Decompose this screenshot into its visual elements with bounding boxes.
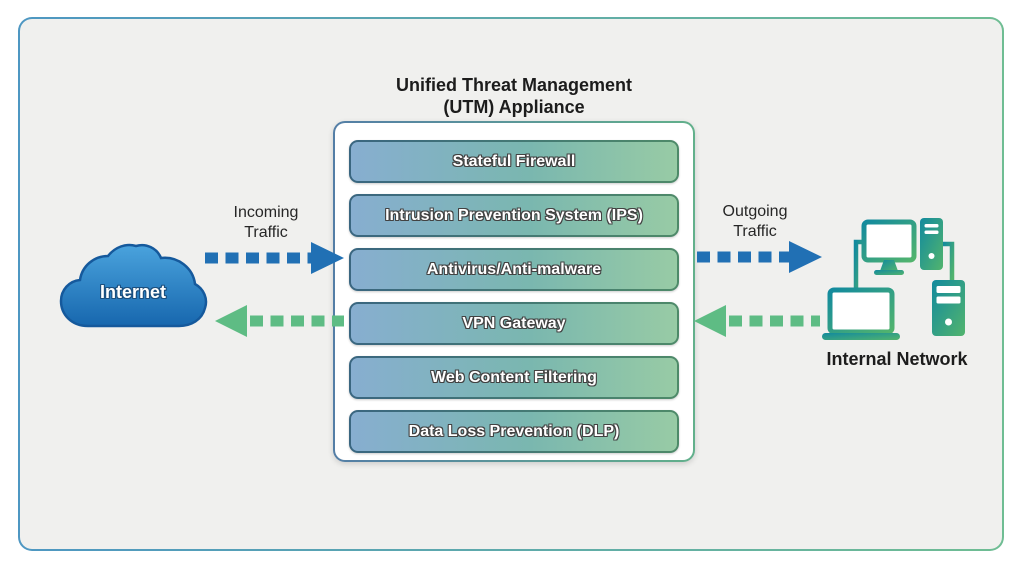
incoming-traffic-arrow [205, 242, 344, 274]
utm-module-label: Web Content Filtering [431, 368, 597, 386]
incoming-traffic-line1: Incoming [233, 204, 299, 221]
server-icon [932, 280, 965, 336]
cloud-icon [59, 243, 208, 328]
internet-label: Internet [99, 282, 166, 302]
utm-module-web-content-filtering: Web Content Filtering [349, 356, 679, 399]
utm-appliance-inner: Stateful Firewall Intrusion Prevention S… [335, 123, 693, 460]
utm-module-label: Stateful Firewall [452, 152, 576, 170]
utm-module-label: Antivirus/Anti-malware [426, 260, 602, 278]
internal-network-label: Internal Network [826, 349, 968, 369]
diagram-title: Unified Threat Management (UTM) Applianc… [364, 74, 664, 118]
outgoing-traffic-arrow [697, 241, 822, 273]
network-connector-line [853, 239, 864, 290]
utm-module-dlp: Data Loss Prevention (DLP) [349, 410, 679, 453]
utm-module-antivirus: Antivirus/Anti-malware [349, 248, 679, 291]
internet-node: Internet [56, 242, 210, 336]
utm-module-label: VPN Gateway [462, 314, 566, 332]
return-traffic-arrow-to-internet [215, 305, 344, 337]
outgoing-traffic-label: Outgoing Traffic [690, 202, 820, 242]
incoming-traffic-line2: Traffic [244, 224, 288, 241]
desktop-tower-icon [920, 218, 943, 270]
utm-appliance-box: Stateful Firewall Intrusion Prevention S… [333, 121, 695, 462]
network-connector-line [943, 241, 955, 280]
diagram-title-line2: (UTM) Appliance [443, 97, 585, 117]
desktop-monitor-icon [861, 219, 917, 275]
incoming-traffic-label: Incoming Traffic [201, 203, 331, 243]
utm-module-stateful-firewall: Stateful Firewall [349, 140, 679, 183]
outgoing-traffic-line2: Traffic [733, 223, 777, 240]
utm-module-ips: Intrusion Prevention System (IPS) [349, 194, 679, 237]
outgoing-traffic-line1: Outgoing [722, 203, 788, 220]
return-traffic-arrow-from-network [694, 305, 820, 337]
utm-module-vpn-gateway: VPN Gateway [349, 302, 679, 345]
utm-module-label: Intrusion Prevention System (IPS) [385, 206, 643, 224]
internal-network-icon [822, 218, 965, 340]
utm-module-label: Data Loss Prevention (DLP) [408, 422, 620, 440]
laptop-icon [822, 287, 900, 340]
diagram-title-line1: Unified Threat Management [395, 75, 633, 95]
